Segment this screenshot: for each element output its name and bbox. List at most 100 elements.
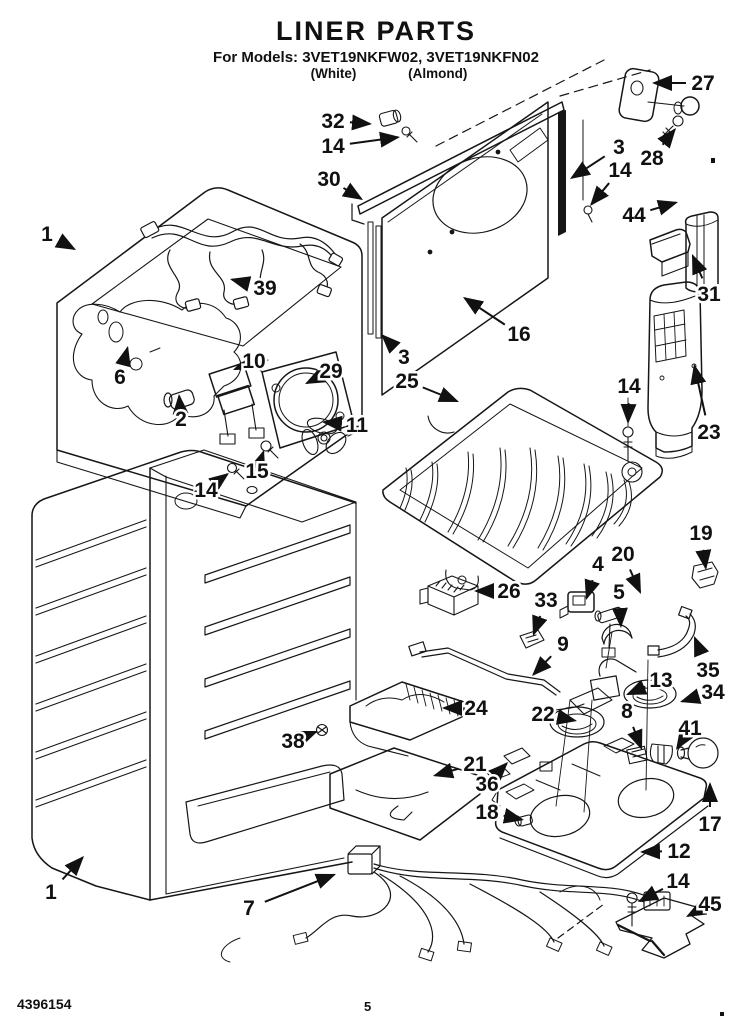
callout-36: 36 (475, 773, 498, 796)
callout-arrow-14 (208, 472, 229, 492)
callout-3: 3 (613, 136, 625, 159)
cover-plate-27-drawing (618, 67, 700, 123)
fan-motor-10-drawing (208, 362, 265, 445)
callout-24: 24 (464, 697, 488, 720)
callout-arrow-14 (620, 402, 637, 425)
callout-arrow-45 (686, 900, 708, 917)
page-header: LINER PARTS For Models: 3VET19NKFW02, 3V… (0, 16, 752, 82)
callout-5: 5 (613, 581, 625, 604)
callout-13: 13 (649, 669, 672, 692)
callout-arrow-18 (502, 807, 524, 824)
scan-speck (720, 1012, 724, 1016)
callout-14: 14 (608, 159, 632, 182)
screw-14-mid-drawing (226, 462, 258, 495)
callout-20: 20 (611, 543, 634, 566)
callout-44: 44 (622, 204, 646, 227)
callout-arrow-35 (693, 636, 710, 658)
callout-31: 31 (697, 283, 721, 306)
callout-35: 35 (696, 659, 720, 682)
callout-10: 10 (242, 350, 265, 373)
callout-14: 14 (617, 375, 641, 398)
callout-32: 32 (321, 110, 344, 133)
callout-33: 33 (534, 589, 557, 612)
models-line: For Models: 3VET19NKFW02, 3VET19NKFN02 (213, 49, 539, 67)
callout-arrow-3 (570, 155, 606, 179)
callout-arrow-20 (625, 569, 642, 594)
callout-7: 7 (243, 897, 255, 920)
callout-30: 30 (317, 168, 340, 191)
grommet-32-drawing (378, 109, 418, 143)
callout-39: 39 (253, 277, 276, 300)
callout-arrow-13 (626, 679, 648, 696)
callout-18: 18 (475, 801, 499, 824)
callout-arrow-34 (680, 688, 702, 704)
thermostat-13-drawing (537, 658, 637, 721)
callout-38: 38 (281, 730, 305, 753)
callout-arrow-33 (532, 614, 548, 637)
callout-arrow-4 (584, 578, 600, 601)
callout-arrow-16 (463, 296, 506, 326)
callout-arrow-9 (532, 655, 552, 677)
main-harness-7-drawing (220, 845, 671, 963)
callout-arrow-1 (54, 233, 77, 250)
callout-arrow-3 (381, 334, 401, 354)
callout-arrow-39 (229, 276, 252, 292)
callout-arrow-38 (296, 730, 318, 746)
callout-arrow-32 (349, 114, 372, 131)
callout-arrow-21 (432, 762, 459, 779)
callout-arrow-11 (322, 415, 343, 432)
colors-line: (White) (Almond) (0, 66, 752, 82)
callout-27: 27 (691, 72, 714, 95)
thermostat-cluster-drawing (537, 561, 719, 721)
callout-8: 8 (621, 700, 633, 723)
callout-12: 12 (667, 840, 690, 863)
page-title: LINER PARTS (275, 16, 476, 46)
wire-9-drawing (408, 641, 561, 696)
evap-cover-24-drawing (349, 681, 465, 757)
callout-arrow-8 (627, 726, 643, 750)
callout-arrow-12 (639, 843, 663, 860)
callout-arrow-22 (555, 709, 577, 725)
control-4-drawing (559, 591, 595, 619)
callout-arrow-15 (250, 450, 266, 472)
callout-14: 14 (321, 135, 345, 158)
callout-26: 26 (497, 580, 520, 603)
callout-29: 29 (319, 360, 342, 383)
refrigerator-liner-drawing (31, 449, 357, 901)
callout-arrow-36 (488, 762, 509, 782)
callout-arrow-14 (590, 182, 610, 207)
callout-arrow-1 (61, 855, 85, 881)
doc-number: 4396154 (17, 996, 72, 1012)
trim-strip-drawing (367, 110, 593, 339)
callout-25: 25 (395, 370, 419, 393)
shelf-25-drawing (382, 387, 663, 591)
callout-4: 4 (592, 553, 604, 576)
callout-17: 17 (698, 813, 721, 836)
clip-36-drawing (503, 747, 531, 765)
screw-14-console-drawing (626, 892, 638, 927)
freezer-liner-drawing (56, 187, 363, 519)
cover-31-drawing (649, 228, 691, 277)
callout-15: 15 (245, 460, 269, 483)
callout-1: 1 (41, 223, 53, 246)
callout-arrow-30 (341, 182, 363, 201)
callout-arrow-10 (232, 354, 255, 371)
callout-41: 41 (678, 717, 702, 740)
top-rail-drawing (351, 59, 651, 225)
screw-38-drawing (315, 723, 329, 737)
page-number: 5 (364, 999, 372, 1014)
color-almond-label: (Almond) (408, 66, 468, 82)
callout-45: 45 (698, 893, 722, 916)
callout-arrow-28 (657, 127, 677, 149)
bracket-35-drawing (647, 605, 696, 658)
callout-9: 9 (557, 633, 569, 656)
callout-arrow-31 (691, 254, 708, 279)
callout-1: 1 (45, 881, 57, 904)
callout-arrow-25 (422, 386, 459, 403)
callout-arrow-14 (349, 131, 400, 148)
callout-11: 11 (346, 414, 369, 437)
callout-arrow-7 (264, 873, 337, 903)
